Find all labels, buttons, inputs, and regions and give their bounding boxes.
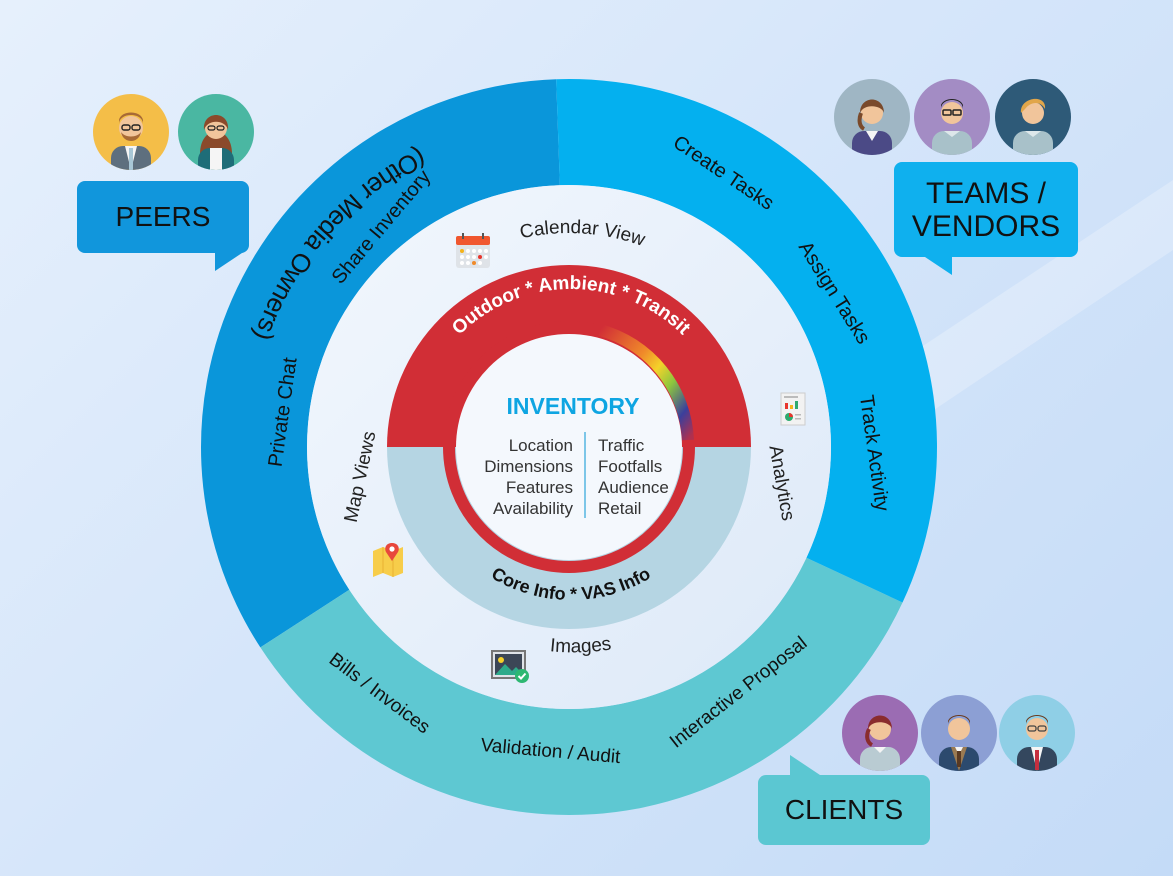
avatar-client-woman — [842, 695, 918, 771]
avatar-peer-man — [93, 94, 169, 170]
core-info-item: Dimensions — [484, 457, 573, 476]
teams-vendors-bubble: TEAMS / VENDORS — [894, 162, 1078, 275]
vas-info-item: Audience — [598, 478, 669, 497]
map-pin-icon — [373, 543, 403, 577]
clients-bubble: CLIENTS — [758, 755, 930, 845]
avatar-client-man-suit — [921, 695, 997, 771]
teams-bubble-tail — [922, 255, 952, 275]
clients-bubble-tail — [790, 755, 820, 775]
rainbow-accent — [598, 324, 694, 441]
report-chart-icon — [780, 392, 806, 426]
clients-label: CLIENTS — [784, 793, 904, 825]
outer-ring — [200, 78, 937, 816]
peers-bubble-tail — [215, 251, 245, 271]
clients-ring-segment — [260, 557, 903, 816]
inventory-ring — [443, 321, 695, 573]
core-info-item: Features — [506, 478, 573, 497]
peers-label: PEERS — [115, 200, 211, 232]
core-info-item: Location — [509, 436, 573, 455]
images-label: Images — [549, 634, 612, 658]
avatar-team-man — [914, 79, 990, 155]
inventory-title: INVENTORY — [507, 393, 640, 419]
avatar-peer-woman — [178, 94, 254, 170]
core-info-item: Availability — [493, 499, 574, 518]
peers-bubble: PEERS — [77, 181, 249, 271]
vendors-label: VENDORS — [911, 209, 1061, 243]
vas-info-item: Retail — [598, 499, 641, 518]
inventory-core — [456, 334, 682, 560]
avatar-client-man-glasses — [999, 695, 1075, 771]
avatar-team-woman — [834, 79, 910, 155]
vas-info-item: Traffic — [598, 436, 645, 455]
avatar-team-blond — [995, 79, 1071, 155]
vas-info-item: Footfalls — [598, 457, 662, 476]
peers-ring-segment — [200, 79, 560, 648]
teams-ring-segment — [556, 78, 937, 603]
teams-label: TEAMS / — [925, 176, 1046, 210]
image-check-icon — [491, 650, 529, 683]
calendar-icon — [456, 233, 490, 268]
